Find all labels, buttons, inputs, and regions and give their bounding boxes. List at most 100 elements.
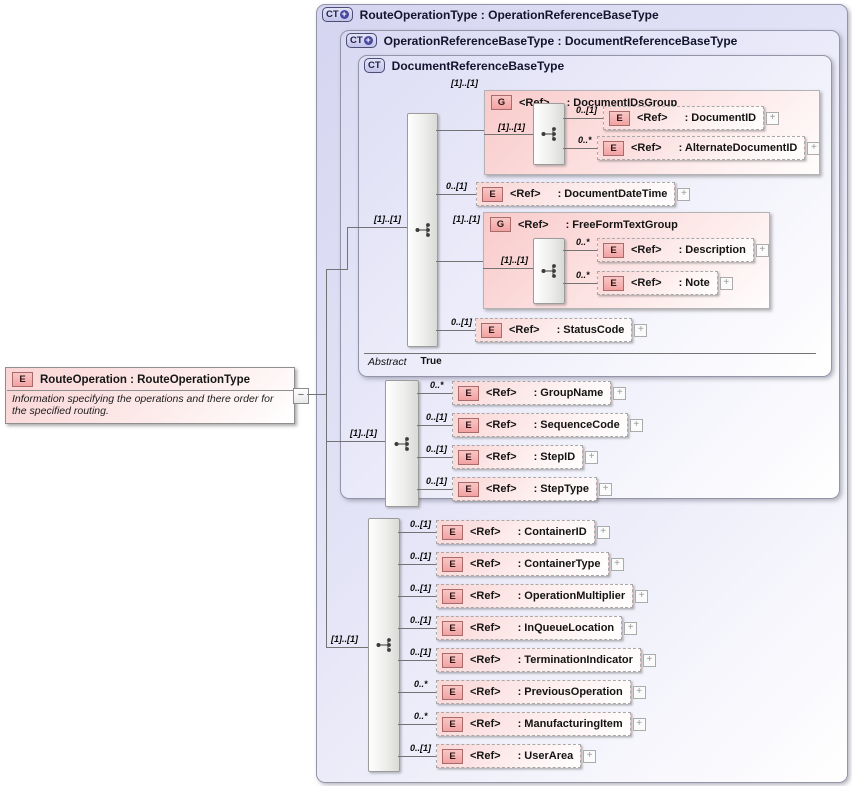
element-title: RouteOperation : RouteOperationType — [40, 373, 250, 386]
connector-line — [417, 488, 452, 490]
element-badge-label: E — [465, 387, 472, 399]
element-row-alternatedocumentid: E <Ref> : AlternateDocumentID — [563, 136, 821, 160]
element-box-sequencecode[interactable]: E <Ref> : SequenceCode — [452, 413, 628, 437]
element-box-documentid[interactable]: E <Ref> : DocumentID — [603, 106, 765, 130]
element-row-steptype: E <Ref> : StepType — [417, 477, 612, 501]
element-badge: E — [458, 385, 479, 401]
element-name: : PreviousOperation — [517, 686, 623, 698]
expand-icon[interactable] — [596, 525, 610, 539]
expand-icon[interactable] — [583, 749, 597, 763]
expand-icon[interactable] — [613, 386, 627, 400]
element-row-terminationindicator: E <Ref> : TerminationIndicator — [398, 648, 656, 672]
element-ref: <Ref> — [631, 142, 662, 154]
expand-icon[interactable] — [632, 717, 646, 731]
expand-icon[interactable] — [677, 187, 691, 201]
element-ref: <Ref> — [510, 188, 541, 200]
element-row-description: E <Ref> : Description — [563, 238, 769, 262]
cardinality-label: 0..[1] — [576, 105, 598, 115]
element-box-groupname[interactable]: E <Ref> : GroupName — [452, 381, 612, 405]
element-box-steptype[interactable]: E <Ref> : StepType — [452, 477, 597, 501]
element-ref: <Ref> — [470, 526, 501, 538]
element-box-note[interactable]: E <Ref> : Note — [597, 271, 718, 295]
complextype-title-documentreferencebasetype[interactable]: CT DocumentReferenceBaseType — [364, 58, 564, 73]
element-name: : GroupName — [533, 387, 604, 399]
element-badge-label: E — [610, 142, 617, 154]
cardinality-label: 0..[1] — [410, 551, 432, 561]
connector-line — [484, 134, 533, 135]
expand-icon[interactable] — [599, 482, 612, 496]
expand-icon[interactable] — [585, 450, 599, 464]
abstract-separator — [364, 353, 816, 354]
element-name: : DocumentDateTime — [557, 188, 668, 200]
element-badge: E — [603, 275, 624, 291]
expand-icon[interactable] — [642, 653, 656, 667]
sequence-compositor — [368, 518, 400, 772]
expand-icon[interactable] — [629, 418, 643, 432]
expand-icon[interactable] — [635, 589, 649, 603]
element-badge-label: E — [19, 374, 26, 385]
cardinality-label: 0..[1] — [410, 583, 432, 593]
element-box-documentdatetime[interactable]: E <Ref> : DocumentDateTime — [476, 182, 676, 206]
element-badge-label: E — [449, 718, 456, 730]
element-box-userarea[interactable]: E <Ref> : UserArea — [436, 744, 582, 768]
collapse-icon[interactable] — [293, 388, 309, 404]
expand-icon[interactable] — [719, 276, 733, 290]
element-badge-label: E — [449, 750, 456, 762]
element-badge-label: E — [616, 112, 623, 124]
cardinality-label: [1]..[1] — [501, 255, 528, 265]
expand-icon[interactable] — [755, 243, 769, 257]
expand-icon[interactable] — [610, 557, 624, 571]
element-name: : ContainerType — [517, 558, 601, 570]
sequence-icon — [415, 223, 430, 237]
connector-line — [398, 691, 436, 693]
element-box-statuscode[interactable]: E <Ref> : StatusCode — [475, 318, 633, 342]
element-box-operationmultiplier[interactable]: E <Ref> : OperationMultiplier — [436, 584, 634, 608]
connector-line — [326, 647, 368, 648]
element-box-inqueuelocation[interactable]: E <Ref> : InQueueLocation — [436, 616, 623, 640]
cardinality-label: 0..[1] — [446, 181, 468, 191]
element-ref: <Ref> — [486, 419, 517, 431]
element-badge-label: E — [449, 622, 456, 634]
connector-line — [417, 392, 452, 394]
connector-line — [347, 227, 407, 228]
complextype-title-routeoperationtype[interactable]: CT RouteOperationType : OperationReferen… — [322, 7, 659, 22]
element-box-terminationindicator[interactable]: E <Ref> : TerminationIndicator — [436, 648, 641, 672]
element-row-previousoperation: E <Ref> : PreviousOperation — [398, 680, 646, 704]
complextype-title-operationreferencebasetype[interactable]: CT OperationReferenceBaseType : Document… — [346, 33, 737, 48]
element-badge: E — [442, 524, 463, 540]
element-box-previousoperation[interactable]: E <Ref> : PreviousOperation — [436, 680, 631, 704]
expand-icon[interactable] — [632, 685, 646, 699]
element-box-manufacturingitem[interactable]: E <Ref> : ManufacturingItem — [436, 712, 631, 736]
element-badge: E — [442, 588, 463, 604]
ct-badge-label: CT — [368, 60, 381, 71]
expand-icon[interactable] — [766, 111, 780, 125]
cardinality-label: 0..* — [414, 711, 428, 721]
element-routeoperation[interactable]: E RouteOperation : RouteOperationType In… — [5, 367, 295, 424]
element-name: : UserArea — [517, 750, 574, 762]
expand-icon[interactable] — [634, 323, 648, 337]
element-badge-label: E — [465, 451, 472, 463]
ct-badge: CT — [364, 58, 385, 73]
element-name: : Description — [678, 244, 746, 256]
element-row-manufacturingitem: E <Ref> : ManufacturingItem — [398, 712, 646, 736]
connector-line — [436, 329, 475, 331]
connector-line — [563, 249, 597, 251]
sequence-icon — [541, 127, 556, 141]
cardinality-label: 0..[1] — [426, 444, 448, 454]
element-box-description[interactable]: E <Ref> : Description — [597, 238, 754, 262]
element-badge-label: E — [489, 188, 496, 200]
element-badge: E — [603, 242, 624, 258]
element-box-stepid[interactable]: E <Ref> : StepID — [452, 445, 584, 469]
element-box-alternatedocumentid[interactable]: E <Ref> : AlternateDocumentID — [597, 136, 806, 160]
element-box-containerid[interactable]: E <Ref> : ContainerID — [436, 520, 595, 544]
expand-icon[interactable] — [624, 621, 638, 635]
element-name: : DocumentIDsGroup — [566, 96, 678, 109]
group-badge-label: G — [497, 97, 506, 108]
cardinality-label: 0..* — [576, 237, 590, 247]
cardinality-label: 0..[1] — [451, 317, 473, 327]
cardinality-label: 0..* — [578, 135, 592, 145]
element-box-containertype[interactable]: E <Ref> : ContainerType — [436, 552, 609, 576]
element-badge: E — [458, 417, 479, 433]
element-badge-label: E — [465, 419, 472, 431]
expand-icon[interactable] — [807, 141, 821, 155]
